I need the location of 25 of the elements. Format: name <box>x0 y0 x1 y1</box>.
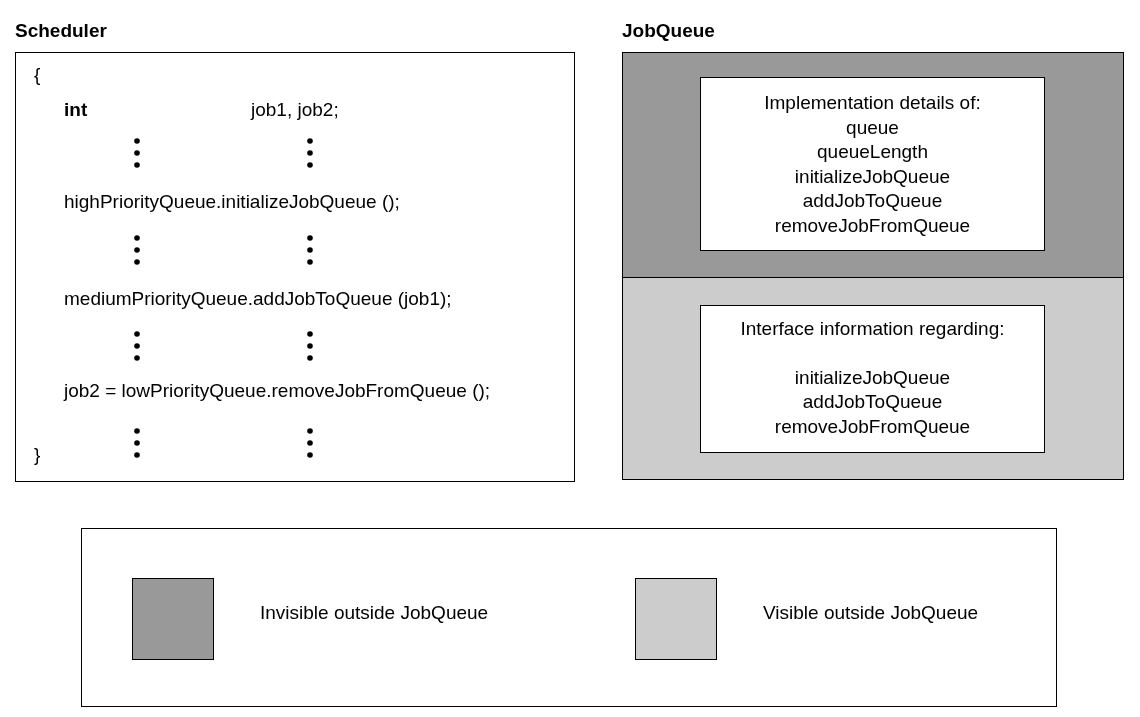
heading: Scheduler <box>15 20 107 42</box>
code-line: highPriorityQueue.initializeJobQueue (); <box>64 191 400 213</box>
shaded-band <box>623 277 1123 479</box>
text-card <box>700 305 1045 453</box>
list-item: addJobToQueue <box>802 390 943 414</box>
heading: JobQueue <box>622 20 715 42</box>
legend-text: Visible outside JobQueue <box>763 602 979 624</box>
list-item: queueLength <box>817 140 928 164</box>
list-item: removeJobFromQueue <box>774 213 971 238</box>
legend-text: Invisible outside JobQueue <box>260 602 489 624</box>
shaded-band <box>623 53 1123 278</box>
list-item: addJobToQueue <box>802 189 943 213</box>
keyword: int <box>64 99 88 121</box>
code-line: } <box>34 444 41 466</box>
text-card <box>700 77 1045 251</box>
list-item: initializeJobQueue <box>794 164 951 189</box>
code-line: { <box>34 64 41 86</box>
card-heading: Implementation details of: <box>764 91 981 115</box>
code-line: job1, job2; <box>251 99 339 121</box>
card-heading: Interface information regarding: <box>740 317 1005 341</box>
code-line: job2 = lowPriorityQueue.removeJobFromQueue (); <box>64 380 491 402</box>
list-item: queue <box>846 115 899 140</box>
list-item: removeJobFromQueue <box>774 414 971 439</box>
code-line: mediumPriorityQueue.addJobToQueue (job1); <box>64 288 452 310</box>
list-item: initializeJobQueue <box>794 365 951 390</box>
